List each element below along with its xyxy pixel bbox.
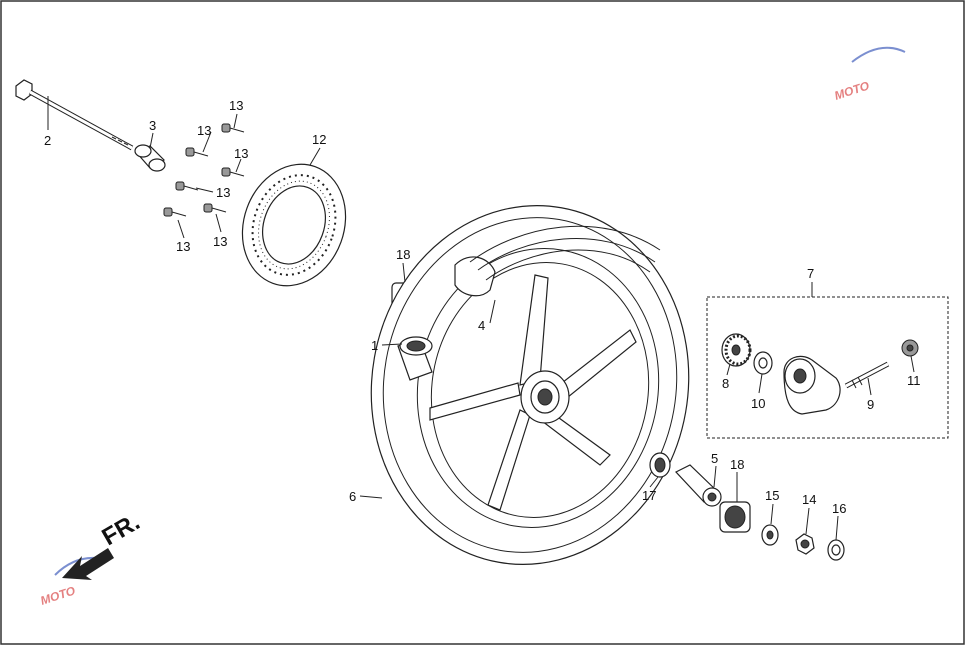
- part-speedo-drive-gear[interactable]: [721, 333, 752, 367]
- callout-3: 3: [149, 118, 156, 133]
- callout-13: 13: [216, 185, 230, 200]
- callout-8: 8: [722, 376, 729, 391]
- callout-2: 2: [44, 133, 51, 148]
- watermark-logo-top-right: MOTO: [833, 46, 906, 103]
- callout-7: 7: [807, 266, 814, 281]
- callout-13: 13: [229, 98, 243, 113]
- watermark-text: MOTO: [39, 583, 78, 608]
- part-speedo-bushing[interactable]: [901, 339, 919, 357]
- callout-18: 18: [730, 457, 744, 472]
- callout-9: 9: [867, 397, 874, 412]
- part-axle[interactable]: [15, 79, 134, 151]
- speedo-gear-group-box: [706, 296, 949, 439]
- part-spacer-tube[interactable]: [675, 464, 722, 507]
- callout-13: 13: [234, 146, 248, 161]
- callout-16: 16: [832, 501, 846, 516]
- callout-15: 15: [765, 488, 779, 503]
- part-speedo-gearbox[interactable]: [783, 355, 841, 415]
- part-cap[interactable]: [827, 539, 845, 561]
- callout-14: 14: [802, 492, 816, 507]
- part-collar[interactable]: [397, 336, 433, 381]
- watermark-text: MOTO: [833, 78, 872, 103]
- callout-10: 10: [751, 396, 765, 411]
- callout-6: 6: [349, 489, 356, 504]
- part-bearing-lower[interactable]: [719, 501, 751, 533]
- callout-13: 13: [197, 123, 211, 138]
- part-speedo-washer[interactable]: [753, 351, 773, 375]
- front-direction-label: FR.: [98, 508, 145, 551]
- part-spacer[interactable]: [134, 144, 166, 172]
- callout-5: 5: [711, 451, 718, 466]
- callout-11: 11: [907, 373, 921, 388]
- part-axle-nut[interactable]: [795, 533, 815, 555]
- callout-13: 13: [176, 239, 190, 254]
- callout-18: 18: [396, 247, 410, 262]
- front-direction-arrow: FR.: [62, 508, 144, 580]
- leader-lines: [47, 96, 915, 541]
- callout-17: 17: [642, 488, 656, 503]
- part-disc-bolts[interactable]: [163, 123, 245, 217]
- part-bearing-right[interactable]: [649, 452, 671, 478]
- callout-labels: 2 3 13 13 13 13 13 13 12 18 1 4 6 7 8 10…: [44, 98, 921, 516]
- callout-13: 13: [213, 234, 227, 249]
- part-wheel[interactable]: [343, 180, 717, 589]
- callout-1: 1: [371, 338, 378, 353]
- callout-4: 4: [478, 318, 485, 333]
- part-brake-disc[interactable]: [226, 150, 362, 301]
- callout-12: 12: [312, 132, 326, 147]
- part-washer[interactable]: [761, 524, 779, 546]
- part-speedo-pinion[interactable]: [844, 361, 890, 389]
